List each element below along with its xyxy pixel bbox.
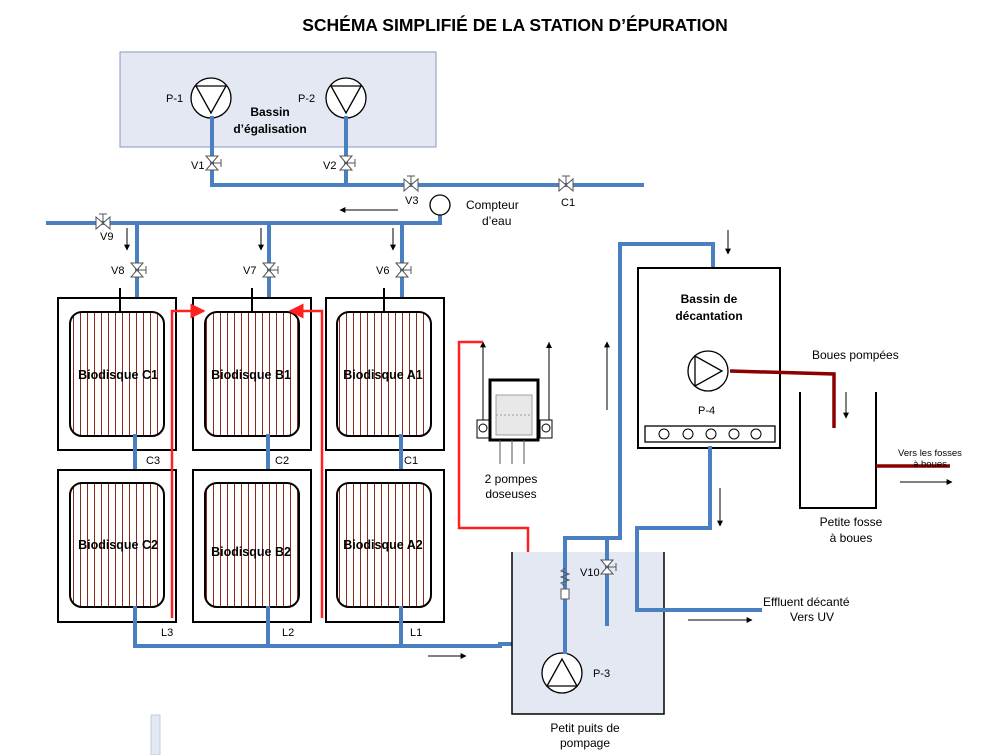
sludge-pit-label-2: à boues bbox=[830, 531, 873, 545]
pump-p2-label: P-2 bbox=[298, 93, 315, 105]
biodisk-b1-label: Biodisque B1 bbox=[211, 368, 291, 382]
biodisk-b1 bbox=[192, 288, 312, 451]
biodisk-c1-label: Biodisque C1 bbox=[78, 368, 158, 382]
sludge-pit bbox=[799, 392, 877, 509]
water-meter-label-1: Compteur bbox=[466, 198, 519, 212]
diagram-title: SCHÉMA SIMPLIFIÉ DE LA STATION D’ÉPURATI… bbox=[302, 14, 728, 35]
pump-p1 bbox=[190, 77, 232, 119]
well-label-1: Petit puits de bbox=[550, 721, 620, 735]
biodisk-c2 bbox=[57, 469, 177, 623]
scroll-indicator bbox=[150, 714, 161, 755]
biodisk-a2 bbox=[325, 469, 445, 623]
dosing-pumps-icon bbox=[476, 341, 553, 464]
water-meter-label-2: d’eau bbox=[482, 214, 511, 228]
valve-c1-label: C1 bbox=[561, 197, 575, 209]
valve-v6-label: V6 bbox=[376, 265, 389, 277]
sludge-pipe bbox=[729, 369, 836, 428]
pump-p2 bbox=[325, 77, 367, 119]
valve-v2-label: V2 bbox=[323, 160, 336, 172]
pumping-well-walls bbox=[511, 552, 665, 715]
sludge-pit-label-1: Petite fosse bbox=[820, 515, 883, 529]
biodisk-a1 bbox=[325, 288, 445, 451]
valve-v7-icon[interactable] bbox=[262, 262, 279, 278]
settling-basin-label-2: décantation bbox=[675, 309, 742, 323]
connector-c2-label: C2 bbox=[275, 455, 289, 467]
pump-p3 bbox=[541, 652, 583, 694]
valve-c1-icon[interactable] bbox=[558, 175, 574, 192]
sludge-pumped-label: Boues pompées bbox=[812, 348, 899, 362]
valve-v3-label: V3 bbox=[405, 195, 418, 207]
biodisk-c2-label: Biodisque C2 bbox=[78, 538, 158, 552]
outlet-l1-label: L1 bbox=[410, 627, 422, 639]
water-meter-icon bbox=[429, 194, 451, 216]
biodisk-a2-label: Biodisque A2 bbox=[343, 538, 422, 552]
outlet-l3-label: L3 bbox=[161, 627, 173, 639]
effluent-label-2: Vers UV bbox=[790, 610, 834, 624]
to-pits-label-1: Vers les fosses bbox=[898, 448, 962, 459]
connector-c1-label: C1 bbox=[404, 455, 418, 467]
dosing-label-2: doseuses bbox=[485, 487, 536, 501]
pipe-distribution bbox=[46, 213, 442, 225]
valve-v1-icon[interactable] bbox=[205, 155, 222, 171]
pump-p3-label: P-3 bbox=[593, 668, 610, 680]
biodisk-b2 bbox=[192, 469, 312, 623]
connector-c3-label: C3 bbox=[146, 455, 160, 467]
valve-v8-icon[interactable] bbox=[130, 262, 147, 278]
pipe-p1-down bbox=[210, 116, 644, 187]
valve-v9-label: V9 bbox=[100, 231, 113, 243]
to-pits-label-2: à boues bbox=[913, 459, 947, 470]
valve-v3-icon[interactable] bbox=[403, 175, 419, 192]
biodisk-b2-label: Biodisque B2 bbox=[211, 545, 291, 559]
feed-line-right bbox=[288, 303, 324, 618]
diffuser-bar bbox=[644, 425, 776, 443]
equalization-basin-label-2: d’égalisation bbox=[233, 122, 306, 136]
equalization-basin-label-1: Bassin bbox=[250, 105, 289, 119]
pipe-settled-effluent bbox=[635, 446, 762, 612]
equalization-basin bbox=[119, 51, 437, 148]
well-label-2: pompage bbox=[560, 736, 610, 750]
valve-v10-label: V10 bbox=[580, 567, 600, 579]
pump-p4 bbox=[687, 350, 729, 392]
dosing-label-1: 2 pompes bbox=[485, 472, 538, 486]
feed-line-left bbox=[170, 303, 206, 618]
valve-v2-icon[interactable] bbox=[339, 155, 356, 171]
effluent-label-1: Effluent décanté bbox=[763, 595, 850, 609]
biodisk-c1 bbox=[57, 288, 177, 451]
outlet-l2-label: L2 bbox=[282, 627, 294, 639]
valve-v7-label: V7 bbox=[243, 265, 256, 277]
valve-v6-icon[interactable] bbox=[395, 262, 412, 278]
collector-pipe bbox=[133, 642, 514, 648]
pump-p4-label: P-4 bbox=[698, 405, 715, 417]
valve-v8-label: V8 bbox=[111, 265, 124, 277]
pump-p1-label: P-1 bbox=[166, 93, 183, 105]
check-valve-icon bbox=[559, 567, 571, 600]
valve-v9-icon[interactable] bbox=[95, 213, 111, 230]
settling-basin-label-1: Bassin de bbox=[681, 292, 738, 306]
biodisk-a1-label: Biodisque A1 bbox=[343, 368, 422, 382]
pipe-p3-riser bbox=[563, 242, 715, 654]
valve-v1-label: V1 bbox=[191, 160, 204, 172]
